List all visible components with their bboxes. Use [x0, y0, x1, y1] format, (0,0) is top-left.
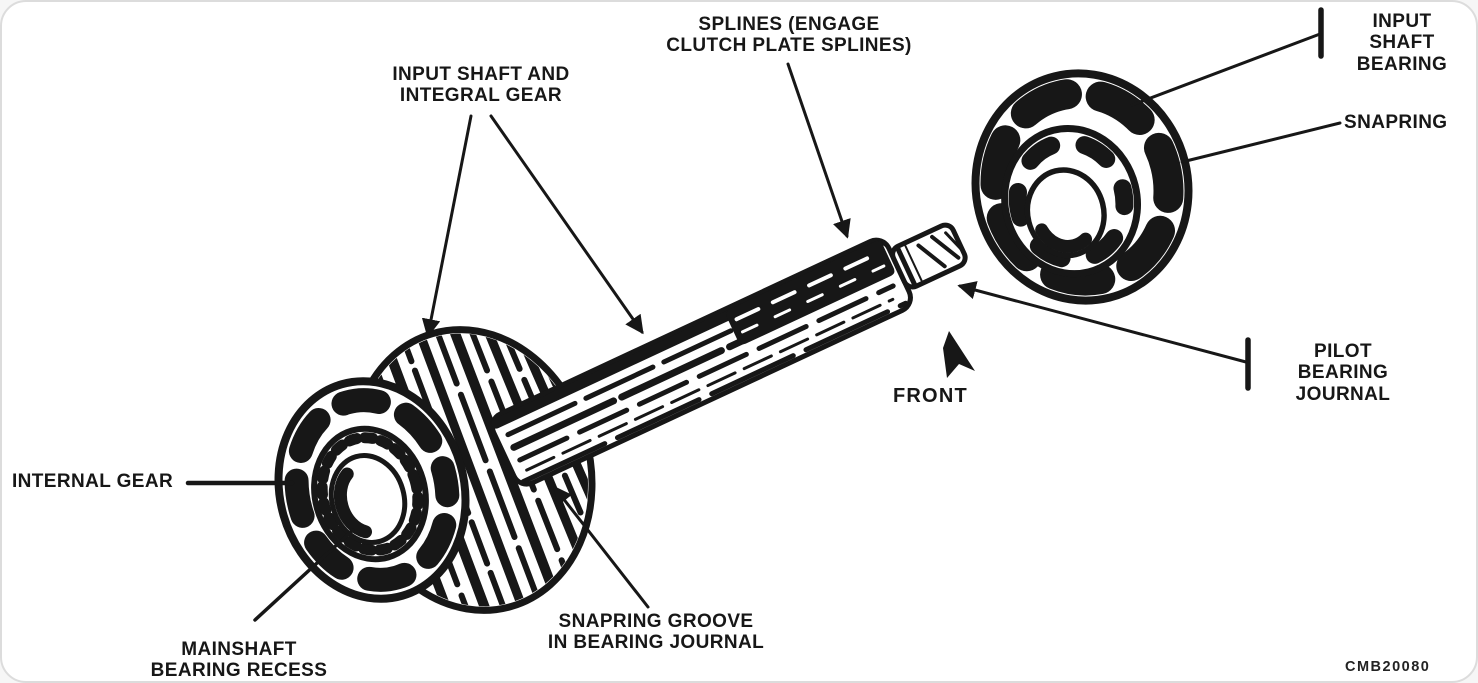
- input-shaft-illustration: [489, 222, 968, 487]
- label-input-shaft-bearing: INPUT SHAFT BEARING: [1356, 11, 1448, 75]
- label-splines: SPLINES (ENGAGE CLUTCH PLATE SPLINES): [666, 14, 912, 57]
- clutch-splines-illustration: [726, 241, 895, 345]
- label-front: FRONT: [893, 385, 968, 407]
- pilot-bearing-journal-leader-line: [957, 281, 1248, 364]
- snapring-groove-illustration: [895, 245, 918, 288]
- leader-lines: [185, 7, 1342, 622]
- label-internal-gear: INTERNAL GEAR: [12, 471, 174, 492]
- label-pilot-bearing-journal: PILOT BEARING JOURNAL: [1295, 341, 1391, 405]
- pilot-bearing-journal-illustration: [890, 222, 968, 290]
- input-shaft-bearing-illustration: [971, 69, 1193, 305]
- label-input-shaft-integral-gear: INPUT SHAFT AND INTEGRAL GEAR: [392, 64, 570, 107]
- input-shaft-gear-leader-line-2: [489, 114, 644, 335]
- integral-gear-illustration: [274, 313, 620, 627]
- label-snapring: SNAPRING: [1344, 112, 1448, 133]
- internal-gear-teeth: [316, 432, 424, 556]
- input-shaft-gear-leader-line-1: [421, 114, 473, 338]
- splines-leader-line: [786, 62, 851, 239]
- snapring-leader-line: [1180, 121, 1342, 164]
- mainshaft-bearing-recess-illustration: [328, 453, 408, 545]
- label-mainshaft-bearing-recess: MAINSHAFT BEARING RECESS: [150, 639, 328, 682]
- mainshaft-bearing-recess-leader-line: [253, 528, 355, 622]
- figure-code: CMB20080: [1345, 659, 1431, 675]
- snapring-groove-leader-line: [553, 485, 650, 609]
- label-snapring-groove: SNAPRING GROOVE IN BEARING JOURNAL: [547, 611, 765, 654]
- front-direction-arrow-icon: [943, 331, 975, 378]
- input-shaft-bearing-leader-line: [1130, 32, 1322, 107]
